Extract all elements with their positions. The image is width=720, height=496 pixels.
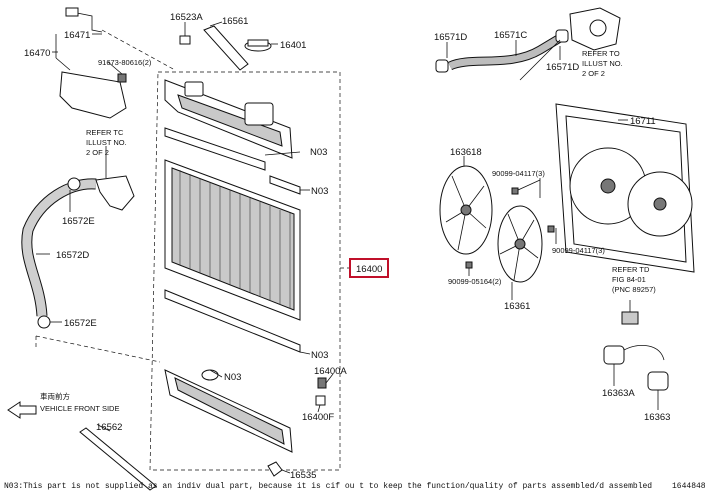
radiator-cap[interactable] bbox=[244, 39, 272, 52]
label-16363a[interactable]: 16363A bbox=[602, 388, 635, 399]
vehicle-front-text: VEHICLE FRONT SIDE bbox=[40, 404, 119, 413]
radiator-lower-hose[interactable] bbox=[21, 175, 135, 317]
footnote: N03:This part is not supplied as an indi… bbox=[4, 482, 652, 491]
refer-right-line2: ILLUST NO. bbox=[582, 59, 623, 68]
refer-right-line3: 2 OF 2 bbox=[582, 69, 605, 78]
highlight-box bbox=[349, 258, 389, 278]
cooling-fan-1[interactable] bbox=[439, 165, 493, 255]
label-16401[interactable]: 16401 bbox=[280, 40, 306, 51]
label-16363[interactable]: 16363 bbox=[644, 412, 670, 423]
label-16572e-bottom[interactable]: 16572E bbox=[64, 318, 97, 329]
label-163618[interactable]: 163618 bbox=[450, 147, 482, 158]
label-16572d[interactable]: 16572D bbox=[56, 250, 89, 261]
refer-fig-line2: FIG 84-01 bbox=[612, 275, 646, 284]
label-16361[interactable]: 16361 bbox=[504, 301, 530, 312]
lower-cushion[interactable] bbox=[267, 461, 283, 477]
label-16535[interactable]: 16535 bbox=[290, 470, 316, 481]
fan-motor-2[interactable] bbox=[647, 371, 669, 391]
refer-fig-line1: REFER TD bbox=[612, 265, 650, 274]
refer-left-line1: REFER TC bbox=[86, 128, 124, 137]
label-91673-80616[interactable]: 91673-80616(2) bbox=[98, 58, 152, 67]
label-90099-04117-upper[interactable]: 90099-04117(3) bbox=[492, 169, 545, 178]
label-16571d-left[interactable]: 16571D bbox=[434, 32, 467, 43]
shroud-bolt-lower bbox=[547, 225, 555, 233]
upper-clip[interactable] bbox=[179, 22, 191, 45]
radiator-upper-seal[interactable] bbox=[203, 25, 249, 71]
label-16400f[interactable]: 16400F bbox=[302, 412, 334, 423]
label-16562[interactable]: 16562 bbox=[96, 422, 122, 433]
vehicle-front-arrow-icon bbox=[7, 401, 37, 419]
label-16471[interactable]: 16471 bbox=[64, 30, 90, 41]
label-16400a[interactable]: 16400A bbox=[314, 366, 347, 377]
upper-gasket bbox=[164, 127, 266, 171]
radiator-core[interactable] bbox=[164, 159, 301, 321]
refer-left-line3: 2 OF 2 bbox=[86, 148, 109, 157]
label-90099-04117-lower[interactable]: 90099-04117(3) bbox=[552, 246, 605, 255]
drain-cock[interactable] bbox=[317, 373, 334, 389]
fan-connector bbox=[621, 311, 639, 325]
radiator-upper-tank[interactable] bbox=[164, 79, 293, 159]
shroud-bolt-upper bbox=[511, 187, 519, 195]
fan-motor-1[interactable] bbox=[603, 345, 665, 365]
hose-clamp-lower[interactable] bbox=[37, 315, 51, 329]
label-16711[interactable]: 16711 bbox=[630, 116, 656, 127]
hose-clamp-upper[interactable] bbox=[67, 177, 81, 191]
label-n03-2: N03 bbox=[311, 186, 328, 197]
label-16572e-top[interactable]: 16572E bbox=[62, 216, 95, 227]
label-n03-3: N03 bbox=[311, 350, 328, 361]
reserve-tank[interactable] bbox=[59, 7, 127, 119]
label-16400[interactable]: 16400 bbox=[356, 264, 382, 275]
vehicle-front-jp: 車両前方 bbox=[40, 391, 70, 401]
refer-fig-line3: (PNC 89257) bbox=[612, 285, 656, 294]
core-side-gasket bbox=[269, 175, 301, 195]
label-n03-1: N03 bbox=[310, 147, 327, 158]
label-16571c[interactable]: 16571C bbox=[494, 30, 527, 41]
label-16470[interactable]: 16470 bbox=[24, 48, 50, 59]
radiator-upper-hose[interactable] bbox=[435, 29, 569, 73]
fan-nut bbox=[465, 261, 473, 269]
refer-left-line2: ILLUST NO. bbox=[86, 138, 127, 147]
drain-plug[interactable] bbox=[315, 395, 326, 413]
cooling-fan-2[interactable] bbox=[497, 205, 543, 283]
fan-shroud[interactable] bbox=[555, 103, 695, 273]
label-16571d-right[interactable]: 16571D bbox=[546, 62, 579, 73]
label-16523a[interactable]: 16523A bbox=[170, 12, 203, 23]
label-90099-05164[interactable]: 90099-05164(2) bbox=[448, 277, 502, 286]
label-n03-4: N03 bbox=[224, 372, 241, 383]
diagram-code: 1644848 bbox=[672, 482, 706, 491]
lower-seal[interactable] bbox=[79, 427, 157, 491]
water-outlet-housing bbox=[569, 7, 621, 51]
label-16561[interactable]: 16561 bbox=[222, 16, 248, 27]
radiator-assembly-outline bbox=[149, 71, 341, 471]
refer-right-line1: REFER TO bbox=[582, 49, 620, 58]
